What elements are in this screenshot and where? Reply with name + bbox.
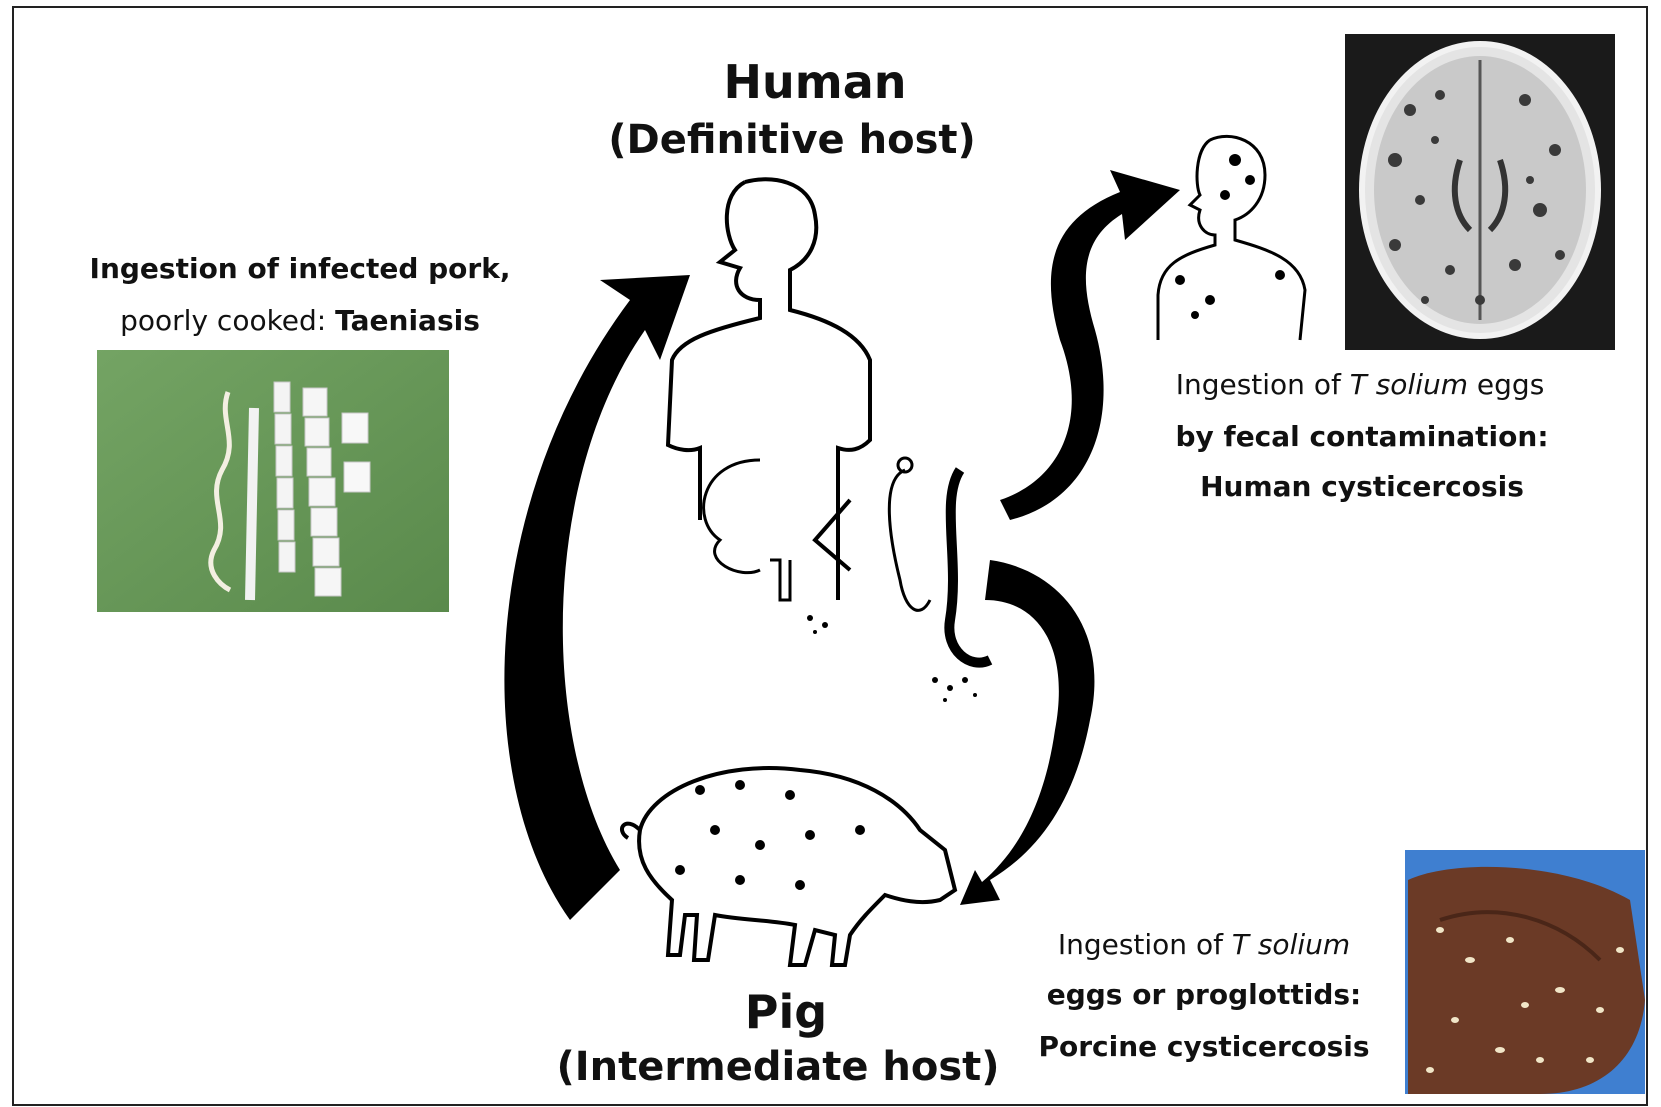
brain-mri-image [1345, 34, 1615, 350]
human-cysticercosis-line2: by fecal contamination: [1175, 420, 1548, 453]
porcine-cysticercosis-species: T solium [1232, 928, 1350, 961]
pig-host-subtitle: (Intermediate host) [556, 1044, 999, 1090]
porcine-cysticercosis-line2: eggs or proglottids: [1047, 978, 1362, 1011]
porcine-cysticercosis-line3: Porcine cysticercosis [1038, 1030, 1369, 1063]
taeniasis-caption-prefix: poorly cooked: [120, 304, 335, 337]
arrow-pig-to-human [504, 275, 690, 920]
pig-figure [622, 768, 955, 965]
porcine-cysticercosis-prefix: Ingestion of [1058, 928, 1232, 961]
human-cysticercosis-line3: Human cysticercosis [1200, 470, 1524, 503]
human-cysticercosis-species: T solium [1350, 368, 1468, 401]
small-human-with-cysts [1158, 136, 1305, 340]
human-host-title: Human [724, 55, 907, 109]
taeniasis-caption-line2: poorly cooked: Taeniasis [120, 304, 480, 337]
tapeworm-photo [97, 350, 449, 612]
arrow-to-pig [960, 560, 1094, 905]
human-figure [668, 179, 870, 600]
infected-pork-photo [1405, 850, 1645, 1094]
human-host-subtitle: (Definitive host) [608, 117, 976, 163]
porcine-cysticercosis-line1: Ingestion of T solium [1058, 928, 1350, 961]
intestine-sketch [704, 458, 990, 663]
taeniasis-caption-line1: Ingestion of infected pork, [90, 252, 511, 285]
arrow-to-human-cysticercosis [1000, 170, 1180, 520]
pig-host-title: Pig [745, 985, 827, 1039]
taeniasis-caption-bold: Taeniasis [335, 304, 480, 337]
human-cysticercosis-suffix: eggs [1468, 368, 1544, 401]
human-cysticercosis-prefix: Ingestion of [1176, 368, 1350, 401]
human-cysticercosis-line1: Ingestion of T solium eggs [1176, 368, 1545, 401]
